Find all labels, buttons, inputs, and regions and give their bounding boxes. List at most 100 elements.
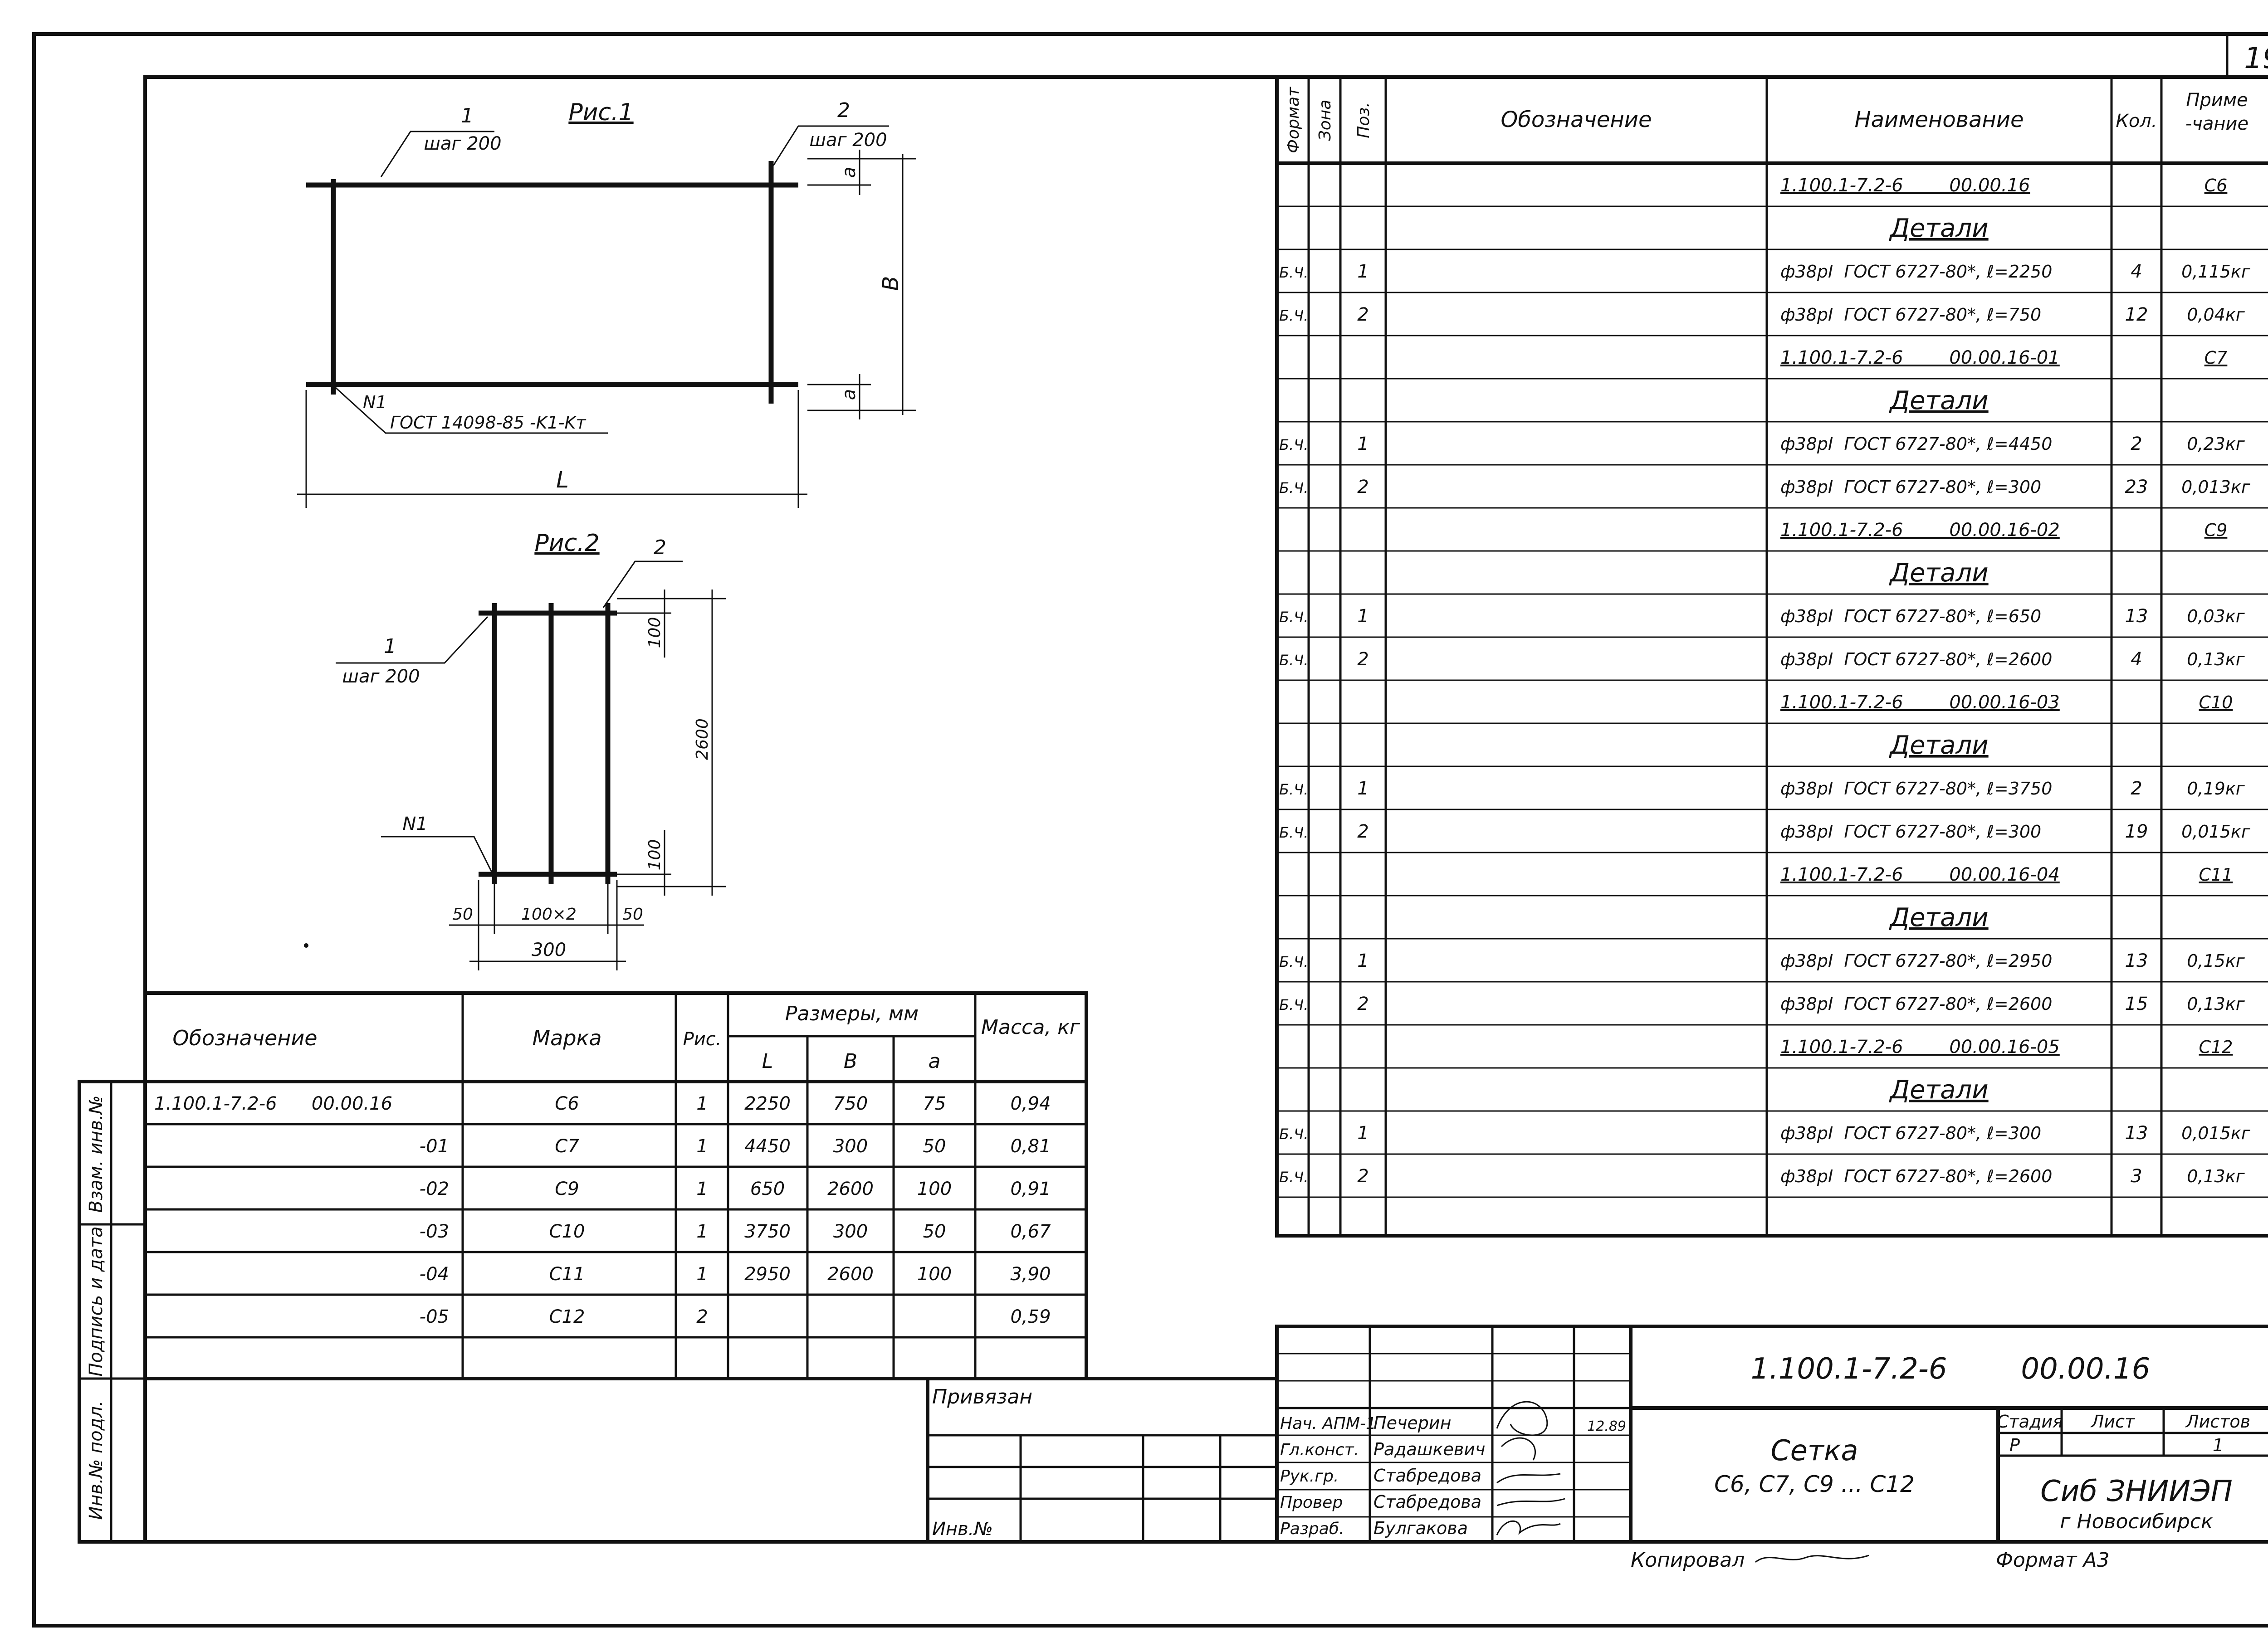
spec-cell-pos: 2 <box>1357 649 1369 670</box>
spec-cell-pos: 1 <box>1357 434 1369 454</box>
fig1-label-2-sub: шаг 200 <box>809 130 887 151</box>
signer-name: Стабредова <box>1374 1492 1481 1512</box>
title-code: 1.100.1-7.2-6 00.00.16 <box>1751 1352 2151 1386</box>
spec-cell-pos: 2 <box>1357 821 1369 842</box>
fig1-dim-b-label: B <box>878 276 904 291</box>
marks-cell-designation: -03 <box>420 1221 449 1242</box>
fig1-label-1: 1 <box>461 104 474 127</box>
stage-value: Р <box>2009 1435 2020 1455</box>
fig1-leader-1 <box>380 131 494 177</box>
marks-cell-designation: -01 <box>420 1136 449 1157</box>
spec-cell-name: ф38рI ГОСТ 6727-80*, ℓ=300 <box>1780 477 2041 497</box>
marks-cell-l: 650 <box>750 1179 785 1199</box>
marks-cell-mark: C9 <box>555 1179 579 1199</box>
marks-header-l: L <box>762 1050 773 1073</box>
spec-cell-doc: 1.100.1-7.2-6 00.00.16 <box>1780 175 2030 196</box>
spec-cell-pos: 2 <box>1357 304 1369 325</box>
fig2-dim-total-label: 300 <box>532 940 566 960</box>
spec-cell-format: Б.Ч. <box>1279 953 1308 970</box>
figure-2: Рис.2 1 шаг 200 2 100 2600 100 N1 50 <box>336 530 726 970</box>
spec-cell-format: Б.Ч. <box>1279 436 1308 453</box>
spec-cell-pos: 1 <box>1357 950 1369 971</box>
marks-header-mass: Масса, кг <box>981 1016 1080 1039</box>
spec-header-zone: Зона <box>1316 100 1334 141</box>
sheet-number: 19 <box>2244 42 2268 75</box>
spec-cell-section: Детали <box>1888 903 1988 932</box>
marks-cell-mass: 0,94 <box>1010 1093 1051 1114</box>
spec-cell-note: 0,13кг <box>2187 994 2245 1014</box>
figure-1: Рис.1 1 шаг 200 2 шаг 200 a B a N1 ГОСТ … <box>297 99 916 508</box>
fig1-dim-l-label: L <box>556 467 569 493</box>
spec-cell-name: ф38рI ГОСТ 6727-80*, ℓ=2600 <box>1780 649 2052 669</box>
sign-date: 12.89 <box>1587 1418 1626 1434</box>
spec-cell-qty: 15 <box>2125 994 2148 1014</box>
spec-cell-format: Б.Ч. <box>1279 479 1308 497</box>
org-name: Сиб ЗНИИЭП <box>2040 1475 2233 1508</box>
marks-cell-fig: 2 <box>696 1306 708 1327</box>
spec-cell-name: ф38рI ГОСТ 6727-80*, ℓ=750 <box>1780 305 2041 325</box>
spec-cell-section: Детали <box>1888 1075 1988 1105</box>
marks-header-mark: Марка <box>532 1026 601 1050</box>
marks-cell-b: 750 <box>833 1093 868 1114</box>
fig2-weld-leader <box>381 836 493 873</box>
spec-cell-qty: 19 <box>2125 821 2148 842</box>
fig1-label-1-sub: шаг 200 <box>424 133 501 154</box>
spec-cell-name: ф38рI ГОСТ 6727-80*, ℓ=300 <box>1780 1123 2041 1143</box>
side-stamp-signature-date: Подпись и дата <box>86 1226 107 1376</box>
spec-cell-section: Детали <box>1888 214 1988 243</box>
spec-cell-pos: 1 <box>1357 606 1369 627</box>
marks-cell-l: 2250 <box>744 1093 791 1114</box>
side-stamp: Инв.№ подл. Подпись и дата Взам. инв.№ <box>78 1080 147 1544</box>
spec-cell-format: Б.Ч. <box>1279 1126 1308 1143</box>
marks-cell-mark: C7 <box>555 1136 579 1157</box>
fig2-dim-bottom-label: 100 <box>645 839 664 871</box>
spec-cell-note: C10 <box>2199 692 2233 712</box>
spec-cell-pos: 2 <box>1357 994 1369 1014</box>
spec-cell-format: Б.Ч. <box>1279 609 1308 626</box>
marks-cell-mark: C12 <box>549 1306 585 1327</box>
signer-role: Нач. АПМ-1 <box>1280 1414 1376 1433</box>
outer-border <box>32 32 2268 1628</box>
spec-cell-note: 0,19кг <box>2187 779 2245 799</box>
marks-cell-mass: 0,59 <box>1010 1306 1051 1327</box>
fig1-leader-2 <box>772 125 889 166</box>
spec-cell-name: ф38рI ГОСТ 6727-80*, ℓ=2600 <box>1780 1166 2052 1186</box>
spec-cell-section: Детали <box>1888 386 1988 415</box>
privyazan-block: Привязан Инв.№ <box>926 1377 1279 1544</box>
marks-cell-mark: C11 <box>549 1264 585 1285</box>
marks-cell-l: 3750 <box>744 1221 791 1242</box>
stage-label: Стадия <box>1997 1412 2063 1432</box>
fig1-weld-leader <box>335 387 608 434</box>
side-stamp-vzam-inv: Взам. инв.№ <box>86 1096 107 1213</box>
spec-cell-note: 0,15кг <box>2187 951 2245 971</box>
marks-cell-fig: 1 <box>696 1264 708 1285</box>
spec-cell-name: ф38рI ГОСТ 6727-80*, ℓ=2250 <box>1780 262 2052 282</box>
spec-cell-qty: 2 <box>2131 434 2142 454</box>
spec-cell-note: 0,015кг <box>2181 822 2251 842</box>
spec-cell-qty: 13 <box>2125 606 2148 627</box>
marks-cell-b: 300 <box>833 1221 868 1242</box>
spec-header-designation: Обозначение <box>1501 107 1652 132</box>
spec-cell-name: ф38рI ГОСТ 6727-80*, ℓ=2950 <box>1780 951 2052 971</box>
spec-cell-pos: 2 <box>1357 477 1369 497</box>
marks-cell-a: 50 <box>923 1221 946 1242</box>
spec-cell-note: 0,03кг <box>2187 606 2245 626</box>
spec-header-note: Приме-чание <box>2185 90 2249 134</box>
spec-cell-qty: 2 <box>2131 778 2142 799</box>
spec-cell-format: Б.Ч. <box>1279 307 1308 324</box>
marks-cell-designation: 1.100.1-7.2-6 00.00.16 <box>154 1093 392 1114</box>
marks-cell-l: 4450 <box>744 1136 791 1157</box>
spec-cell-note: 0,015кг <box>2181 1123 2251 1143</box>
marks-cell-fig: 1 <box>696 1179 708 1199</box>
spec-cell-section: Детали <box>1888 731 1988 760</box>
marks-cell-fig: 1 <box>696 1093 708 1114</box>
spec-cell-qty: 12 <box>2125 304 2148 325</box>
fig1-label-2: 2 <box>837 99 850 122</box>
marks-header-a: a <box>929 1050 941 1073</box>
spec-cell-format: Б.Ч. <box>1279 824 1308 841</box>
marks-header-b: B <box>844 1050 857 1073</box>
spec-table-frame <box>1275 75 2268 1238</box>
spec-header-qty: Кол. <box>2116 111 2157 132</box>
